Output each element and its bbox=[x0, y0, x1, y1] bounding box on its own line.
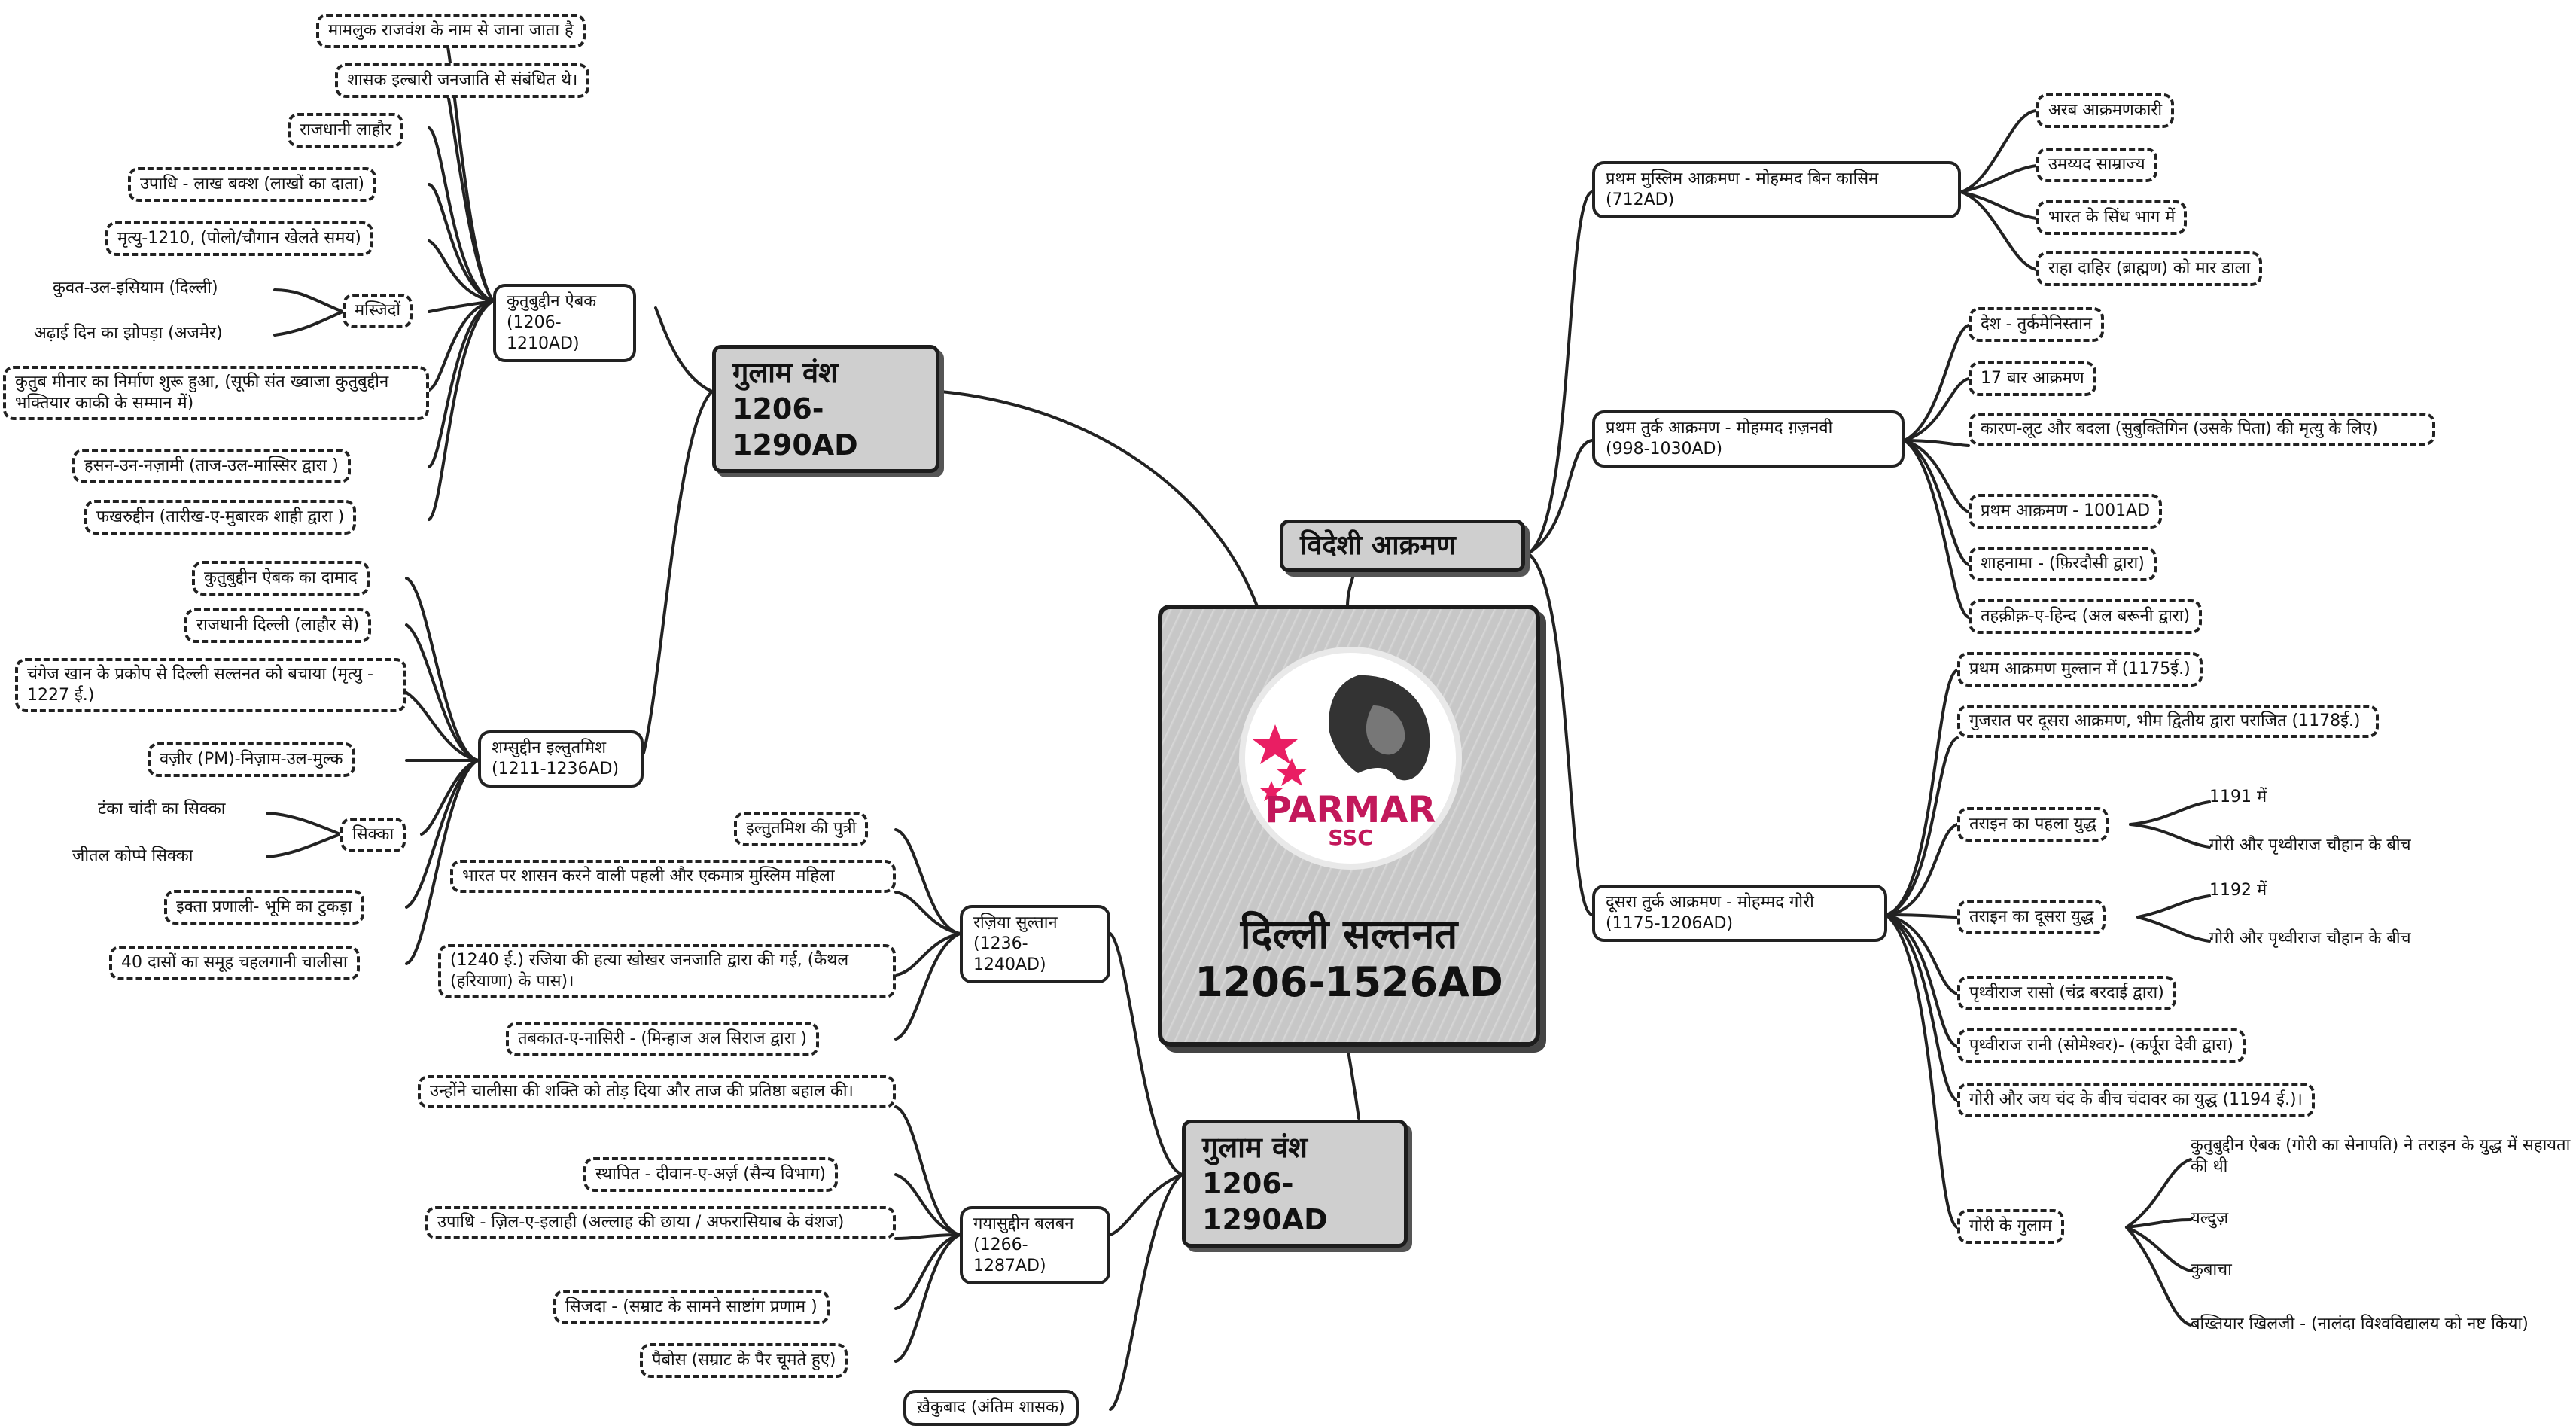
balban-fact: सिजदा - (सम्राट के सामने साष्टांग प्रणाम… bbox=[553, 1290, 830, 1324]
ghaznavi-fact: तहक़ीक़-ए-हिन्द (अल बरूनी द्वारा) bbox=[1969, 599, 2203, 634]
coin-item: टंका चांदी का सिक्का bbox=[98, 800, 226, 818]
invasion-label: दूसरा तुर्क आक्रमण - मोहम्मद गोरी bbox=[1606, 893, 1814, 912]
parmar-ssc-logo: PARMAR SSC bbox=[1239, 647, 1462, 870]
aibak-fact: मृत्यु-1210, (पोलो/चौगान खेलते समय) bbox=[105, 221, 373, 256]
razia-fact: तबकात-ए-नासिरी - (मिन्हाज अल सिराज द्वार… bbox=[506, 1022, 820, 1056]
qasim-fact: भारत के सिंध भाग में bbox=[2036, 200, 2188, 235]
razia-fact: भारत पर शासन करने वाली पहली और एकमात्र म… bbox=[450, 860, 896, 893]
invasion-period: (1175-1206AD) bbox=[1606, 914, 1734, 933]
ghori-slave-item: कुतुबुद्दीन ऐबक (गोरी का सेनापति) ने तरा… bbox=[2191, 1136, 2571, 1176]
razia-fact: इल्तुतमिश की पुत्री bbox=[734, 812, 869, 846]
iltutmish-fact: इक्ता प्रणाली- भूमि का टुकड़ा bbox=[164, 890, 364, 925]
invasion-label: प्रथम मुस्लिम आक्रमण - मोहम्मद बिन कासिम bbox=[1606, 169, 1879, 188]
aibak-fact: हसन-उन-नज़ामी (ताज-उल-मास्सिर द्वारा ) bbox=[72, 449, 351, 483]
ghaznavi-fact: शाहनामा - (फ़िरदौसी द्वारा) bbox=[1969, 547, 2157, 581]
aibak-fact: कुतुब मीनार का निर्माण शुरू हुआ, (सूफी स… bbox=[3, 366, 429, 420]
ruler-name: गयासुद्दीन बलबन bbox=[973, 1214, 1074, 1233]
lion-logo-icon: PARMAR SSC bbox=[1253, 675, 1436, 850]
center-title: दिल्ली सल्तनत bbox=[1240, 910, 1458, 958]
ghaznavi-fact: देश - तुर्कमेनिस्तान bbox=[1969, 307, 2105, 342]
balban-fact: स्थापित - दीवान-ए-अर्ज़ (सैन्य विभाग) bbox=[583, 1157, 838, 1192]
mosque-item: कुवत-उल-इसियाम (दिल्ली) bbox=[53, 279, 218, 297]
qasim-fact: राहा दाहिर (ब्राह्मण) को मार डाला bbox=[2036, 251, 2263, 286]
ruler-name: शम्सुद्दीन इल्तुतमिश bbox=[492, 739, 607, 757]
tarain-first: तराइन का पहला युद्ध bbox=[1957, 807, 2109, 842]
razia-fact: (1240 ई.) रजिया की हत्या खोखर जनजाति द्व… bbox=[438, 944, 896, 998]
branch-slave-dynasty-top[interactable]: गुलाम वंश 1206-1290AD bbox=[712, 345, 939, 473]
tarain-first-item: 1191 में bbox=[2209, 788, 2267, 806]
invasion-qasim[interactable]: प्रथम मुस्लिम आक्रमण - मोहम्मद बिन कासिम… bbox=[1592, 161, 1961, 218]
iltutmish-fact: 40 दासों का समूह चहलगानी चालीसा bbox=[109, 946, 360, 980]
coin-item: जीतल कोप्पे सिक्का bbox=[72, 846, 193, 865]
aibak-fact: राजधानी लाहौर bbox=[288, 113, 404, 148]
logo-text: PARMAR bbox=[1265, 789, 1436, 831]
branch-title: विदेशी आक्रमण bbox=[1300, 530, 1456, 561]
ruler-khaikubad[interactable]: ख़ैकुबाद (अंतिम शासक) bbox=[903, 1390, 1079, 1426]
invasion-ghori[interactable]: दूसरा तुर्क आक्रमण - मोहम्मद गोरी (1175-… bbox=[1592, 885, 1887, 942]
ghaznavi-fact: कारण-लूट और बदला (सुबुक्तिगिन (उसके पिता… bbox=[1969, 413, 2435, 446]
ghori-slave-item: यल्दुज़ bbox=[2191, 1209, 2229, 1228]
center-period: 1206-1526AD bbox=[1195, 958, 1503, 1006]
invasion-period: (712AD) bbox=[1606, 190, 1675, 209]
ghaznavi-fact: 17 बार आक्रमण bbox=[1969, 361, 2096, 396]
iltutmish-fact: कुतुबुद्दीन ऐबक का दामाद bbox=[192, 561, 370, 596]
ruler-iltutmish[interactable]: शम्सुद्दीन इल्तुतमिश (1211-1236AD) bbox=[478, 730, 644, 788]
ruler-period: (1211-1236AD) bbox=[492, 760, 620, 779]
branch-title: गुलाम वंश bbox=[1202, 1131, 1308, 1164]
aibak-mosques: मस्जिदों bbox=[343, 294, 413, 328]
ruler-balban[interactable]: गयासुद्दीन बलबन (1266-1287AD) bbox=[960, 1206, 1110, 1284]
iltutmish-coins: सिक्का bbox=[340, 818, 406, 852]
mosque-item: अढ़ाई दिन का झोपड़ा (अजमेर) bbox=[34, 324, 223, 343]
balban-fact: उपाधि - ज़िल-ए-इलाही (अल्लाह की छाया / अ… bbox=[425, 1206, 896, 1239]
ghori-slave-item: बख्तियार खिलजी - (नालंदा विश्वविद्यालय क… bbox=[2191, 1315, 2529, 1333]
tarain-second-item: गोरी और पृथ्वीराज चौहान के बीच bbox=[2209, 929, 2411, 948]
ghori-fact: पृथ्वीराज रासो (चंद्र बरदाई द्वारा) bbox=[1957, 976, 2176, 1010]
ruler-period: (1236-1240AD) bbox=[973, 934, 1046, 974]
ghori-slave-item: कुबाचा bbox=[2191, 1260, 2232, 1279]
ruler-period: (1206-1210AD) bbox=[507, 313, 580, 353]
balban-fact: पैबोस (सम्राट के पैर चूमते हुए) bbox=[640, 1343, 848, 1378]
logo-subtext: SSC bbox=[1328, 825, 1373, 850]
ruler-razia[interactable]: रज़िया सुल्तान (1236-1240AD) bbox=[960, 905, 1110, 983]
ruler-period: (1266-1287AD) bbox=[973, 1236, 1046, 1275]
iltutmish-fact: चंगेज खान के प्रकोप से दिल्ली सल्तनत को … bbox=[15, 658, 406, 712]
branch-slave-dynasty-bottom[interactable]: गुलाम वंश 1206-1290AD bbox=[1182, 1120, 1408, 1248]
branch-foreign-invasions[interactable]: विदेशी आक्रमण bbox=[1280, 520, 1525, 572]
branch-title: गुलाम वंश bbox=[732, 356, 838, 389]
invasion-label: प्रथम तुर्क आक्रमण - मोहम्मद ग़ज़नवी bbox=[1606, 419, 1833, 437]
qasim-fact: उमय्यद साम्राज्य bbox=[2036, 148, 2157, 182]
central-topic[interactable]: PARMAR SSC दिल्ली सल्तनत 1206-1526AD bbox=[1158, 605, 1540, 1047]
ghori-fact: गोरी और जय चंद के बीच चंदावर का युद्ध (1… bbox=[1957, 1083, 2315, 1117]
slave-dynasty-fact: मामलुक राजवंश के नाम से जाना जाता है bbox=[316, 14, 586, 48]
balban-fact: उन्होंने चालीसा की शक्ति को तोड़ दिया और… bbox=[418, 1075, 896, 1108]
tarain-second: तराइन का दूसरा युद्ध bbox=[1957, 900, 2106, 934]
ruler-name: कुतुबुद्दीन ऐबक bbox=[507, 292, 597, 311]
ghaznavi-fact: प्रथम आक्रमण - 1001AD bbox=[1969, 494, 2163, 529]
iltutmish-fact: वज़ीर (PM)-निज़ाम-उल-मुल्क bbox=[148, 742, 355, 777]
invasion-period: (998-1030AD) bbox=[1606, 440, 1723, 459]
branch-period: 1206-1290AD bbox=[1202, 1167, 1328, 1236]
center-title-block: दिल्ली सल्तनत 1206-1526AD bbox=[1162, 910, 1536, 1007]
ghori-fact: पृथ्वीराज रानी (सोमेश्वर)- (कर्पूरा देवी… bbox=[1957, 1028, 2246, 1063]
ruler-aibak[interactable]: कुतुबुद्दीन ऐबक (1206-1210AD) bbox=[493, 284, 636, 362]
ghori-fact: गुजरात पर दूसरा आक्रमण, भीम द्वितीय द्वा… bbox=[1957, 705, 2379, 738]
tarain-second-item: 1192 में bbox=[2209, 881, 2267, 900]
ruler-name: रज़िया सुल्तान bbox=[973, 913, 1058, 932]
ghori-fact: प्रथम आक्रमण मुल्तान में (1175ई.) bbox=[1957, 652, 2203, 687]
branch-period: 1206-1290AD bbox=[732, 392, 858, 462]
ghori-slaves: गोरी के गुलाम bbox=[1957, 1209, 2064, 1244]
qasim-fact: अरब आक्रमणकारी bbox=[2036, 93, 2175, 128]
aibak-fact: उपाधि - लाख बक्श (लाखों का दाता) bbox=[128, 167, 377, 202]
aibak-fact: फखरुद्दीन (तारीख-ए-मुबारक शाही द्वारा ) bbox=[84, 500, 357, 535]
invasion-ghaznavi[interactable]: प्रथम तुर्क आक्रमण - मोहम्मद ग़ज़नवी (99… bbox=[1592, 410, 1905, 468]
tarain-first-item: गोरी और पृथ्वीराज चौहान के बीच bbox=[2209, 836, 2411, 855]
iltutmish-fact: राजधानी दिल्ली (लाहौर से) bbox=[184, 608, 372, 643]
slave-dynasty-fact: शासक इल्बारी जनजाति से संबंधित थे। bbox=[335, 63, 590, 98]
